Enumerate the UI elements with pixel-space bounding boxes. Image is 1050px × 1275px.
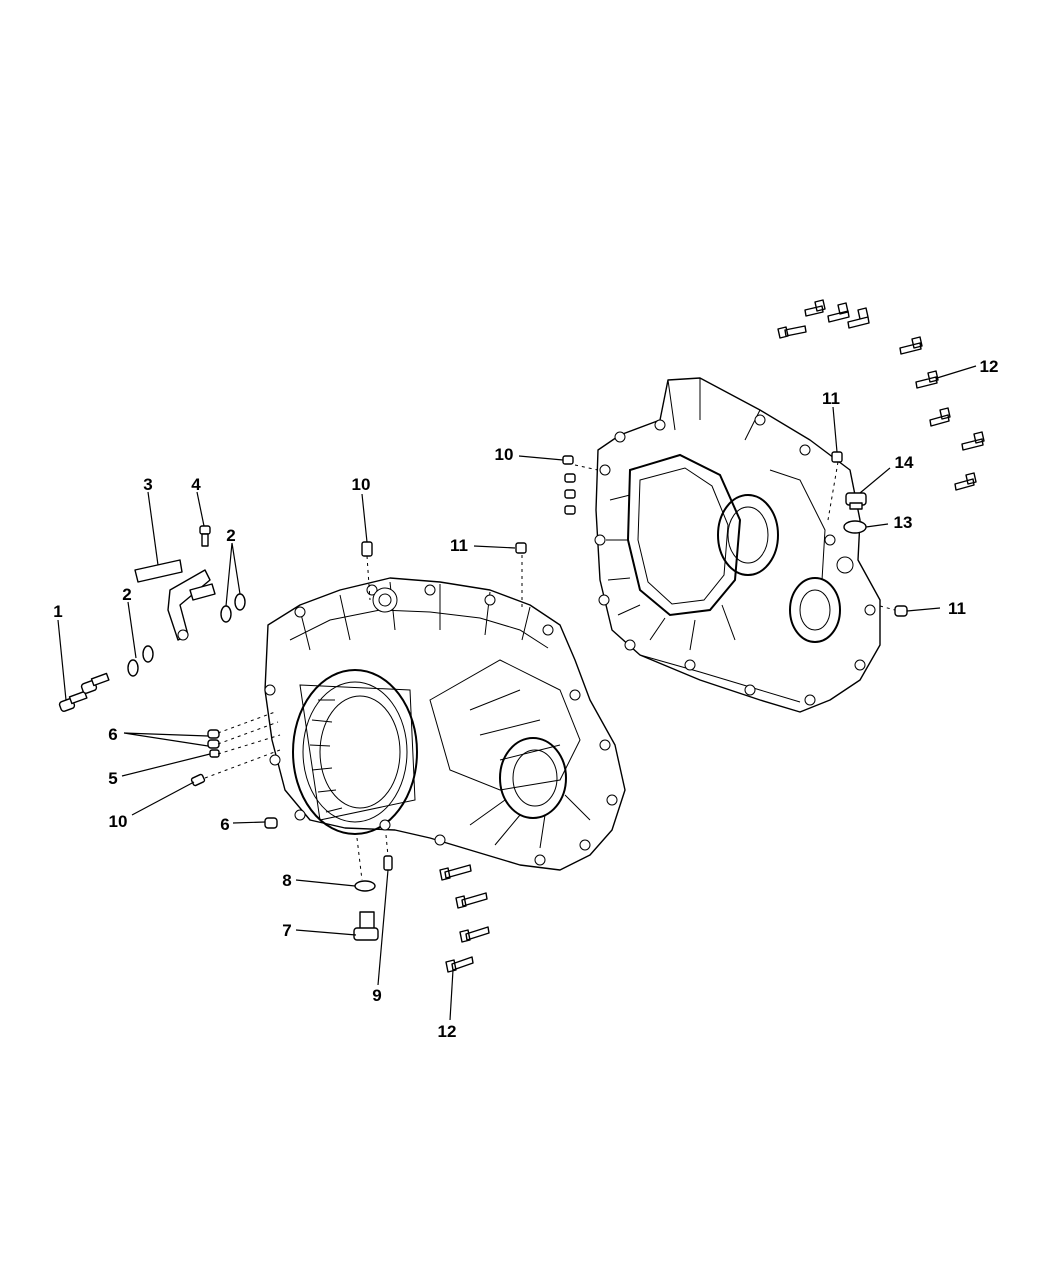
callout-10: 10 xyxy=(109,812,128,831)
leader-lines xyxy=(57,365,977,1021)
callout-11: 11 xyxy=(948,599,966,618)
callout-11: 11 xyxy=(822,389,840,408)
callout-4: 4 xyxy=(191,475,201,494)
callout-12: 12 xyxy=(438,1022,457,1041)
callout-3: 3 xyxy=(143,475,152,494)
part-13-washer xyxy=(843,520,867,534)
part-14-plug xyxy=(845,492,867,510)
part-3-shift-shaft xyxy=(134,559,216,641)
callout-11: 11 xyxy=(450,536,468,555)
callout-2: 2 xyxy=(122,585,131,604)
part-7-drain-plug xyxy=(353,911,379,941)
callout-10: 10 xyxy=(352,475,371,494)
part-6-plugs xyxy=(207,729,278,829)
part-1-bolts xyxy=(58,672,110,712)
callout-2: 2 xyxy=(226,526,235,545)
callout-1: 1 xyxy=(53,602,62,621)
callout-12: 12 xyxy=(980,357,999,376)
part-9-stud xyxy=(383,855,393,871)
part-2-washers xyxy=(127,593,246,677)
part-12-bolts xyxy=(439,299,985,973)
callout-8: 8 xyxy=(282,871,291,890)
callout-14: 14 xyxy=(895,453,914,472)
callout-9: 9 xyxy=(372,986,381,1005)
transaxle-case-left xyxy=(264,577,626,871)
part-5-plug xyxy=(209,749,220,758)
alignment-lines xyxy=(204,461,896,881)
callout-5: 5 xyxy=(108,769,117,788)
callout-6: 6 xyxy=(108,725,117,744)
callouts: 1 2 2 3 4 5 6 6 7 8 9 10 10 10 11 11 11 … xyxy=(53,357,998,1041)
part-8-gasket xyxy=(354,880,376,892)
part-4-bolt xyxy=(199,525,211,547)
callout-13: 13 xyxy=(894,513,913,532)
transaxle-case-cover-right xyxy=(594,377,881,713)
callout-7: 7 xyxy=(282,921,291,940)
callout-10: 10 xyxy=(495,445,514,464)
callout-6: 6 xyxy=(220,815,229,834)
part-11-dowels xyxy=(515,451,908,617)
part-10-plugs xyxy=(190,455,576,787)
